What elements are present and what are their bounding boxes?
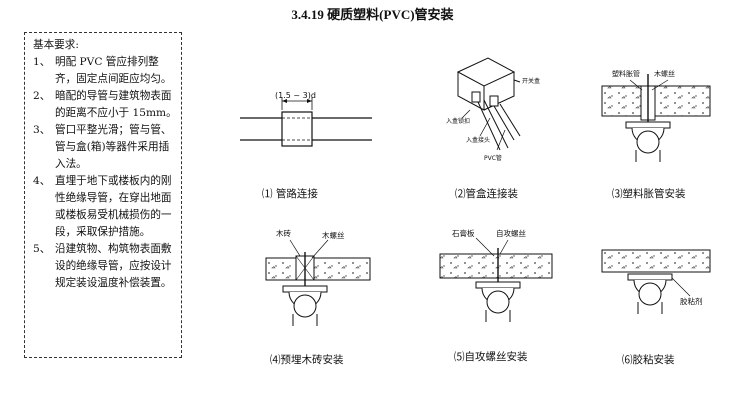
list-item: 1、 明配 PVC 管应排列整齐，固定点间距应均匀。 bbox=[33, 54, 177, 88]
pipe-connection-drawing bbox=[240, 97, 372, 147]
tapping-screw-drawing bbox=[439, 237, 553, 322]
item-text: 管口平整光滑；管与管、管与盒(箱)等器件采用插入法。 bbox=[55, 124, 172, 170]
wood-screw-label-4: 木螺丝 bbox=[322, 230, 345, 240]
requirements-box: 基本要求: 1、 明配 PVC 管应排列整齐，固定点间距应均匀。 2、 暗配的导… bbox=[24, 32, 182, 358]
item-number: 5、 bbox=[33, 243, 51, 255]
fig2-caption: ⑵管盒连接装 bbox=[455, 188, 518, 200]
item-text: 沿建筑物、构筑物表面敷设的绝缘导管，应按设计规定装设温度补偿装置。 bbox=[55, 243, 172, 289]
box-joint-label: 入盒接头 bbox=[466, 136, 490, 144]
wood-screw-label: 木螺丝 bbox=[654, 69, 675, 78]
expansion-tube-drawing bbox=[601, 74, 711, 162]
gypsum-board-label: 石膏板 bbox=[452, 228, 475, 238]
pvc-pipe-label: PVC管 bbox=[484, 154, 502, 162]
wood-brick-drawing bbox=[265, 239, 371, 326]
fig4-caption: ⑷预埋木砖安装 bbox=[270, 354, 344, 366]
adhesive-label: 胶粘剂 bbox=[680, 296, 703, 306]
switch-box-label: 开关盒 bbox=[522, 77, 540, 85]
item-text: 直埋于地下或楼板内的刚性绝缘导管，在穿出地面或楼板易受机械损伤的一段，采取保护措… bbox=[55, 175, 172, 238]
page-title: 3.4.19 硬质塑料(PVC)管安装 bbox=[291, 7, 454, 22]
list-item: 2、 暗配的导管与建筑物表面的距离不应小于 15mm。 bbox=[33, 88, 177, 122]
item-text: 明配 PVC 管应排列整齐，固定点间距应均匀。 bbox=[55, 56, 172, 85]
item-number: 3、 bbox=[33, 124, 51, 136]
list-item: 4、 直埋于地下或楼板内的刚性绝缘导管，在穿出地面或楼板易受机械损伤的一段，采取… bbox=[33, 173, 177, 241]
requirements-list: 1、 明配 PVC 管应排列整齐，固定点间距应均匀。 2、 暗配的导管与建筑物表… bbox=[33, 54, 177, 292]
tapping-screw-label: 自攻螺丝 bbox=[496, 228, 526, 238]
dimension-label: (1.5 ~ 3)d bbox=[275, 91, 316, 100]
expansion-tube-label: 塑料胀管 bbox=[612, 69, 640, 78]
requirements-heading: 基本要求: bbox=[33, 39, 79, 51]
item-number: 1、 bbox=[33, 56, 51, 68]
item-text: 暗配的导管与建筑物表面的距离不应小于 15mm。 bbox=[55, 90, 177, 119]
fig6-caption: ⑹胶粘安装 bbox=[622, 354, 675, 366]
fig5-caption: ⑸自攻螺丝安装 bbox=[454, 351, 528, 363]
adhesive-drawing bbox=[601, 249, 711, 314]
wood-brick-label: 木砖 bbox=[276, 228, 291, 238]
item-number: 2、 bbox=[33, 90, 51, 102]
list-item: 5、 沿建筑物、构筑物表面敷设的绝缘导管，应按设计规定装设温度补偿装置。 bbox=[33, 241, 177, 292]
box-clamp-label: 入盒锁扣 bbox=[446, 117, 470, 125]
pipe-box-drawing bbox=[456, 57, 521, 151]
item-number: 4、 bbox=[33, 175, 51, 187]
list-item: 3、 管口平整光滑；管与管、管与盒(箱)等器件采用插入法。 bbox=[33, 122, 177, 173]
fig3-caption: ⑶塑料胀管安装 bbox=[612, 188, 686, 200]
fig1-caption: ⑴ 管路连接 bbox=[262, 188, 318, 200]
